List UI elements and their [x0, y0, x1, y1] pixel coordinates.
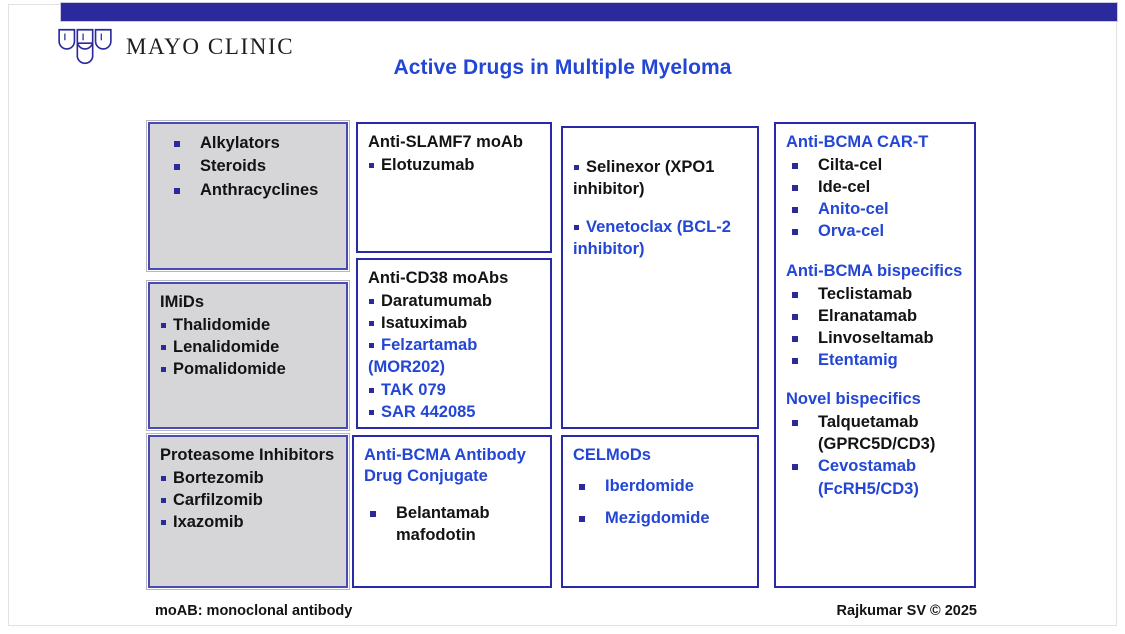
drug-category-board: Alkylators Steroids Anthracyclines IMiDs… [146, 120, 976, 590]
mayo-clinic-logo: MAYO CLINIC [56, 24, 294, 70]
box-conventional-agents: Alkylators Steroids Anthracyclines [146, 120, 350, 272]
mayo-shields-icon [56, 24, 114, 70]
list-item: Elotuzumab [368, 154, 540, 176]
top-banner [60, 2, 1118, 22]
list-item-continuation: inhibitor) [573, 180, 645, 199]
section-header: Anti-BCMA CAR-T [786, 133, 929, 151]
list-item: Etentamig [786, 349, 964, 371]
list-item-continuation: (FcRH5/CD3) [818, 479, 919, 498]
box-header: IMiDs [160, 293, 205, 311]
list-item: Anito-cel [786, 198, 964, 220]
mayo-clinic-wordmark: MAYO CLINIC [126, 34, 295, 59]
box-other-agents: Selinexor (XPO1 inhibitor) Venetoclax (B… [561, 126, 759, 429]
footnote-abbreviation: moAB: monoclonal antibody [155, 603, 353, 619]
box-header: Anti-BCMA Antibody Drug Conjugate [364, 446, 526, 486]
list-item: Orva-cel [786, 220, 964, 242]
list-item: Linvoseltamab [786, 327, 964, 349]
box-imids: IMiDs Thalidomide Lenalidomide Pomalidom… [146, 280, 350, 431]
anti-bcma-car-t-list: Cilta-cel Ide-cel Anito-cel Orva-cel [786, 154, 964, 242]
list-item: Cilta-cel [786, 154, 964, 176]
anti-cd38-list: Daratumumab Isatuximab Felzartamab (MOR2… [368, 290, 540, 423]
list-item-continuation: mafodotin [396, 526, 476, 545]
list-item: Elranatamab [786, 305, 964, 327]
list-item: SAR 442085 [368, 401, 540, 423]
list-item: Pomalidomide [160, 358, 336, 380]
list-item: Cevostamab [786, 455, 964, 477]
anti-bcma-adc-list: Belantamab mafodotin [364, 502, 540, 546]
list-item: TAK 079 [368, 379, 540, 401]
box-header: Anti-CD38 moAbs [368, 269, 509, 287]
box-anti-slamf7-moab: Anti-SLAMF7 moAb Elotuzumab [356, 122, 552, 253]
box-celmods: CELMoDs Iberdomide Mezigdomide [561, 435, 759, 588]
list-item: Thalidomide [160, 314, 336, 336]
list-item: Steroids [160, 155, 336, 178]
other-agents-list: Selinexor (XPO1 inhibitor) Venetoclax (B… [573, 156, 747, 260]
list-item: Mezigdomide [573, 507, 747, 529]
box-anti-bcma-adc: Anti-BCMA Antibody Drug Conjugate Belant… [352, 435, 552, 588]
box-proteasome-inhibitors: Proteasome Inhibitors Bortezomib Carfilz… [146, 433, 350, 590]
list-item-continuation: (GPRC5D/CD3) [818, 435, 936, 454]
list-item: Iberdomide [573, 475, 747, 497]
proteasome-inhibitors-list: Bortezomib Carfilzomib Ixazomib [160, 467, 336, 533]
box-immunotherapy: Anti-BCMA CAR-T Cilta-cel Ide-cel Anito-… [774, 122, 976, 588]
list-item: Daratumumab [368, 290, 540, 312]
list-item: Carfilzomib [160, 489, 336, 511]
list-item-continuation: inhibitor) [573, 240, 645, 259]
section-header: Novel bispecifics [786, 390, 921, 409]
section-novel-bispecifics: Novel bispecifics Talquetamab (GPRC5D/CD… [786, 389, 964, 500]
list-item: Isatuximab [368, 312, 540, 334]
list-item: Alkylators [160, 132, 336, 155]
section-header: Anti-BCMA bispecifics [786, 261, 963, 280]
conventional-agents-list: Alkylators Steroids Anthracyclines [160, 132, 336, 202]
list-item-continuation: (MOR202) [368, 358, 446, 377]
section-anti-bcma-car-t: Anti-BCMA CAR-T Cilta-cel Ide-cel Anito-… [786, 132, 964, 243]
list-item: Ide-cel [786, 176, 964, 198]
list-item: Bortezomib [160, 467, 336, 489]
section-anti-bcma-bispecifics: Anti-BCMA bispecifics Teclistamab Elrana… [786, 261, 964, 372]
celmods-list: Iberdomide Mezigdomide [573, 475, 747, 529]
list-item: Lenalidomide [160, 336, 336, 358]
imids-list: Thalidomide Lenalidomide Pomalidomide [160, 314, 336, 380]
anti-slamf7-list: Elotuzumab [368, 154, 540, 176]
box-header: Proteasome Inhibitors [160, 446, 335, 464]
list-item: Talquetamab [786, 411, 964, 433]
list-item: Selinexor (XPO1 [573, 156, 747, 178]
page-title: Active Drugs in Multiple Myeloma [393, 56, 732, 79]
list-item: Venetoclax (BCL-2 [573, 216, 747, 238]
list-item: Anthracyclines [160, 179, 336, 202]
list-item: Teclistamab [786, 283, 964, 305]
list-item: Ixazomib [160, 511, 336, 533]
list-item: Felzartamab [368, 334, 540, 356]
box-header: Anti-SLAMF7 moAb [368, 133, 523, 151]
list-item: Belantamab [364, 502, 540, 524]
box-header: CELMoDs [573, 446, 651, 464]
novel-bispecifics-list: Talquetamab (GPRC5D/CD3) Cevostamab (FcR… [786, 411, 964, 499]
box-anti-cd38-moabs: Anti-CD38 moAbs Daratumumab Isatuximab F… [356, 258, 552, 429]
anti-bcma-bispecifics-list: Teclistamab Elranatamab Linvoseltamab Et… [786, 283, 964, 371]
copyright-notice: Rajkumar SV © 2025 [836, 603, 977, 619]
